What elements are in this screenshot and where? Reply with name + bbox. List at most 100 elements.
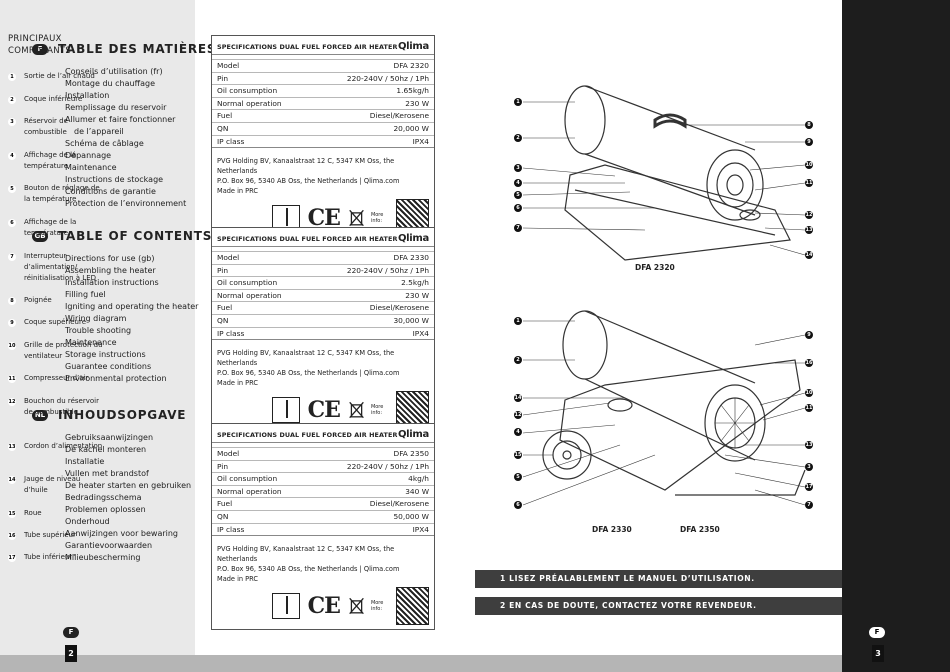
toc-item[interactable]: Filling fuel — [65, 290, 106, 299]
toc-list: Conseils d’utilisation (fr) Montage du c… — [65, 66, 216, 210]
toc-item[interactable]: Montage du chauffage — [65, 79, 155, 88]
toc-title: TABLE OF CONTENTS — [58, 229, 213, 243]
toc-item[interactable]: Igniting and operating the heater — [65, 302, 199, 311]
toc-item[interactable]: Garantievoorwaarden — [65, 541, 153, 550]
callout-marker: 3 — [805, 463, 813, 471]
callout-marker: 5 — [514, 473, 522, 481]
toc-item[interactable]: Remplissage du reservoir — [65, 103, 167, 112]
toc-item[interactable]: Installation — [65, 91, 110, 100]
toc-item[interactable]: Trouble shooting — [65, 326, 132, 335]
toc-item[interactable]: Protection de l’environnement — [65, 199, 187, 208]
toc-item[interactable]: Conditions de garantie — [65, 187, 156, 196]
callout-marker: 12 — [805, 211, 813, 219]
toc-item[interactable]: Installation instructions — [65, 278, 159, 287]
callout-marker: 6 — [514, 204, 522, 212]
more-info-label: More info: — [370, 600, 384, 613]
toc-item[interactable]: Bedradingsschema — [65, 493, 142, 502]
model-label: DFA 2350 — [680, 525, 720, 534]
manual-book-icon — [272, 593, 300, 620]
callout-marker: 3 — [514, 164, 522, 172]
spec-address: PVG Holding BV, Kanaalstraat 12 C, 5347 … — [217, 349, 400, 388]
page-number-right: 3 — [872, 645, 884, 662]
callout-marker: 10 — [805, 389, 813, 397]
spec-address: PVG Holding BV, Kanaalstraat 12 C, 5347 … — [217, 157, 400, 196]
model-label: DFA 2330 — [592, 525, 632, 534]
callout-marker: 9 — [805, 138, 813, 146]
spec-title: SPECIFICATIONS DUAL FUEL FORCED AIR HEAT… — [217, 42, 398, 51]
toc-item[interactable]: Aanwijzingen voor bewaring — [65, 529, 178, 538]
toc-item[interactable]: Maintenance — [65, 163, 117, 172]
toc-item[interactable]: Onderhoud — [65, 517, 110, 526]
spec-title: SPECIFICATIONS DUAL FUEL FORCED AIR HEAT… — [217, 234, 398, 243]
more-info-label: More info: — [370, 212, 384, 225]
spec-label-dfa2350: SPECIFICATIONS DUAL FUEL FORCED AIR HEAT… — [211, 423, 435, 631]
toc-item[interactable]: Schéma de câblage — [65, 139, 144, 148]
toc-item[interactable]: De kachel monteren — [65, 445, 147, 454]
toc-item[interactable]: Maintenance — [65, 338, 117, 347]
callout-marker: 14 — [805, 251, 813, 259]
callout-marker: 1 — [514, 317, 522, 325]
toc-item[interactable]: de l’appareil — [74, 127, 124, 136]
callout-marker: 6 — [514, 501, 522, 509]
toc-item[interactable]: De heater starten en gebruiken — [65, 481, 192, 490]
ce-mark-icon: CE — [307, 205, 341, 232]
toc-item[interactable]: Installatie — [65, 457, 105, 466]
toc-item[interactable]: Storage instructions — [65, 350, 146, 359]
heater-diagram-dfa2320 — [522, 85, 806, 261]
callout-marker: 9 — [805, 331, 813, 339]
callout-marker: 5 — [514, 191, 522, 199]
toc-item[interactable]: Vullen met brandstof — [65, 469, 149, 478]
lang-badge-footer-left: F — [63, 627, 79, 638]
callout-marker: 13 — [805, 226, 813, 234]
toc-item[interactable]: Guarantee conditions — [65, 362, 152, 371]
spec-address: PVG Holding BV, Kanaalstraat 12 C, 5347 … — [217, 545, 400, 584]
lang-badge-footer-right: F — [869, 627, 885, 638]
toc-item[interactable]: Assembling the heater — [65, 266, 156, 275]
qr-code-icon[interactable] — [396, 587, 429, 626]
spec-icons: CE More info: — [212, 196, 434, 241]
toc-item[interactable]: Environmental protection — [65, 374, 167, 383]
brand-logo: Qlima — [397, 41, 429, 52]
ce-mark-icon: CE — [307, 397, 341, 424]
instruction-banner: 1 LISEZ PRÉALABLEMENT LE MANUEL D’UTILIS… — [475, 570, 842, 588]
callout-marker: 7 — [805, 501, 813, 509]
toc-item[interactable]: Milieubescherming — [65, 553, 141, 562]
toc-item[interactable]: Wiring diagram — [65, 314, 127, 323]
callout-marker: 2 — [514, 356, 522, 364]
toc-item[interactable]: Conseils d’utilisation (fr) — [65, 67, 163, 76]
callout-marker: 2 — [514, 134, 522, 142]
toc-item[interactable]: Problemen oplossen — [65, 505, 146, 514]
toc-item[interactable]: Dépannage — [65, 151, 112, 160]
toc-item[interactable]: Allumer et faire fonctionner — [65, 115, 176, 124]
spec-label-dfa2330: SPECIFICATIONS DUAL FUEL FORCED AIR HEAT… — [211, 227, 435, 435]
lang-badge: F — [32, 43, 48, 55]
toc-item[interactable]: Gebruiksaanwijzingen — [65, 433, 154, 442]
toc-item[interactable]: Instructions de stockage — [65, 175, 164, 184]
more-info-label: More info: — [370, 404, 384, 417]
toc-item[interactable]: Directions for use (gb) — [65, 254, 155, 263]
manual-book-icon — [272, 397, 300, 424]
toc-list: Directions for use (gb) Assembling the h… — [65, 253, 212, 385]
callout-marker: 1 — [514, 98, 522, 106]
